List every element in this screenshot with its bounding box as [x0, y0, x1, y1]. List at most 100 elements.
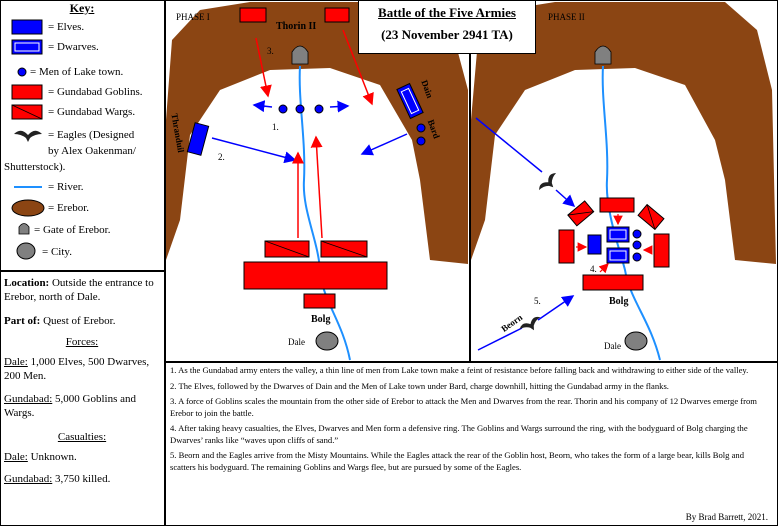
note-5: 5. Beorn and the Eagles arrive from the … [170, 450, 745, 472]
partof-info: Part of: Quest of Erebor. [4, 314, 160, 328]
key-label-city: = City. [42, 246, 72, 258]
forces-heading: Forces: [65, 336, 99, 348]
river-phase1 [298, 65, 351, 361]
goblins-unit-icon [11, 84, 43, 100]
dale-city-phase2 [624, 331, 648, 351]
phase1-step1: 1. [272, 122, 279, 132]
city-icon [16, 242, 36, 260]
key-label-dwarves: = Dwarves. [48, 41, 99, 53]
key-label-river: = River. [48, 181, 84, 193]
location-label: Location: [4, 277, 50, 289]
phase2-label: PHASE II [548, 12, 585, 22]
dwarves-ring-bottom [606, 247, 630, 264]
key-label-eagles-3: Shutterstock). [4, 161, 66, 173]
partof-text: Quest of Erebor. [40, 315, 116, 327]
note-2: 2. The Elves, followed by the Dwarves of… [170, 380, 669, 391]
battle-notes: 1. As the Gundabad army enters the valle… [170, 365, 770, 477]
note-1: 1. As the Gundabad army enters the valle… [170, 365, 749, 375]
key-heading: Key: [69, 1, 95, 15]
casualties-dale: Dale: Unknown. [4, 450, 160, 464]
casualties-dale-text: Unknown. [27, 451, 77, 463]
dale-label-phase1: Dale [288, 337, 305, 347]
men-ring-3 [632, 252, 642, 262]
goblins-ring-left [558, 229, 575, 264]
men-unit-1 [278, 104, 288, 114]
casualties-heading: Casualties: [57, 431, 107, 443]
gate-phase2 [594, 45, 612, 65]
wargs-phase1-right [320, 240, 368, 258]
phase1-step2: 2. [218, 152, 225, 162]
note-4: 4. After taking heavy casualties, the El… [170, 423, 748, 445]
location-info: Location: Outside the entrance to Erebor… [4, 276, 160, 304]
phase1-label: PHASE I [176, 12, 210, 22]
key-label-wargs: = Gundabad Wargs. [48, 106, 136, 118]
goblins-top-left [239, 7, 267, 23]
elves-thranduil [186, 122, 210, 156]
men-bard-2 [416, 136, 426, 146]
goblins-main-host [243, 261, 388, 290]
men-ring-1 [632, 229, 642, 239]
divider-phases [469, 0, 471, 362]
goblins-ring-top [599, 197, 635, 213]
erebor-mountain-phase2 [471, 2, 776, 264]
wargs-ring-top-left [567, 200, 595, 227]
casualties-gundabad: Gundabad: 3,750 killed. [4, 472, 160, 486]
dwarves-ring-top [606, 226, 630, 243]
phase1-step3: 3. [267, 46, 274, 56]
elves-ring [587, 234, 602, 255]
divider-key-info [0, 270, 165, 272]
forces-dale-side: Dale: [4, 356, 28, 368]
goblins-top-right [324, 7, 350, 23]
divider-notes [164, 361, 778, 363]
dwarves-dain [396, 82, 424, 120]
dale-city-phase1 [315, 331, 339, 351]
bolg-label-phase1: Bolg [311, 314, 331, 325]
casualties-dale-side: Dale: [4, 451, 28, 463]
forces-dale-text: 1,000 Elves, 500 Dwarves, 200 Men. [4, 356, 150, 382]
gate-phase1 [291, 45, 309, 65]
forces-gundabad: Gundabad: 5,000 Goblins and Wargs. [4, 392, 160, 420]
men-unit-2 [295, 104, 305, 114]
divider-left [164, 0, 166, 526]
forces-gundabad-side: Gundabad: [4, 393, 53, 405]
forces-dale: Dale: 1,000 Elves, 500 Dwarves, 200 Men. [4, 355, 160, 383]
erebor-mountain-phase1 [166, 2, 468, 264]
key-label-men: = Men of Lake town. [30, 66, 124, 78]
casualties-gundabad-text: 3,750 killed. [52, 473, 111, 485]
goblins-bolg-bodyguard [303, 293, 336, 309]
key-label-erebor: = Erebor. [48, 202, 90, 214]
eagle-phase2 [539, 173, 557, 191]
gate-icon [18, 223, 30, 235]
phase2-step4: 4. [590, 264, 597, 274]
key-label-eagles-2: by Alex Oakenman/ [48, 145, 136, 157]
forces-gundabad-text: 5,000 Goblins and Wargs. [4, 393, 136, 419]
men-unit-icon [17, 67, 27, 77]
eagle-icon [14, 130, 42, 142]
river-phase2 [601, 65, 661, 361]
key-label-gate: = Gate of Erebor. [34, 224, 111, 236]
casualties-gundabad-side: Gundabad: [4, 473, 53, 485]
battle-title: Battle of the Five Armies [378, 5, 516, 20]
partof-label: Part of: [4, 315, 41, 327]
bolg-label-phase2: Bolg [609, 296, 629, 307]
men-bard-1 [416, 123, 426, 133]
thorin-label: Thorin II [276, 21, 317, 32]
wargs-phase1-left [264, 240, 310, 258]
men-ring-2 [632, 240, 642, 250]
title-box: Battle of the Five Armies (23 November 2… [358, 0, 536, 54]
wargs-unit-icon [11, 104, 43, 120]
note-3: 3. A force of Goblins scales the mountai… [170, 396, 757, 418]
elves-unit-icon [11, 19, 43, 35]
dale-label-phase2: Dale [604, 341, 621, 351]
battle-date: (23 November 2941 TA) [381, 27, 513, 42]
goblins-bolg-phase2 [582, 274, 644, 291]
erebor-icon [11, 199, 45, 217]
men-unit-3 [314, 104, 324, 114]
eagle-beorn [519, 316, 541, 331]
credit-line: By Brad Barrett, 2021. [685, 512, 768, 522]
key-label-elves: = Elves. [48, 21, 85, 33]
wargs-ring-top-right [637, 203, 665, 231]
key-label-eagles: = Eagles (Designed [48, 129, 135, 141]
dwarves-unit-icon [11, 39, 43, 55]
